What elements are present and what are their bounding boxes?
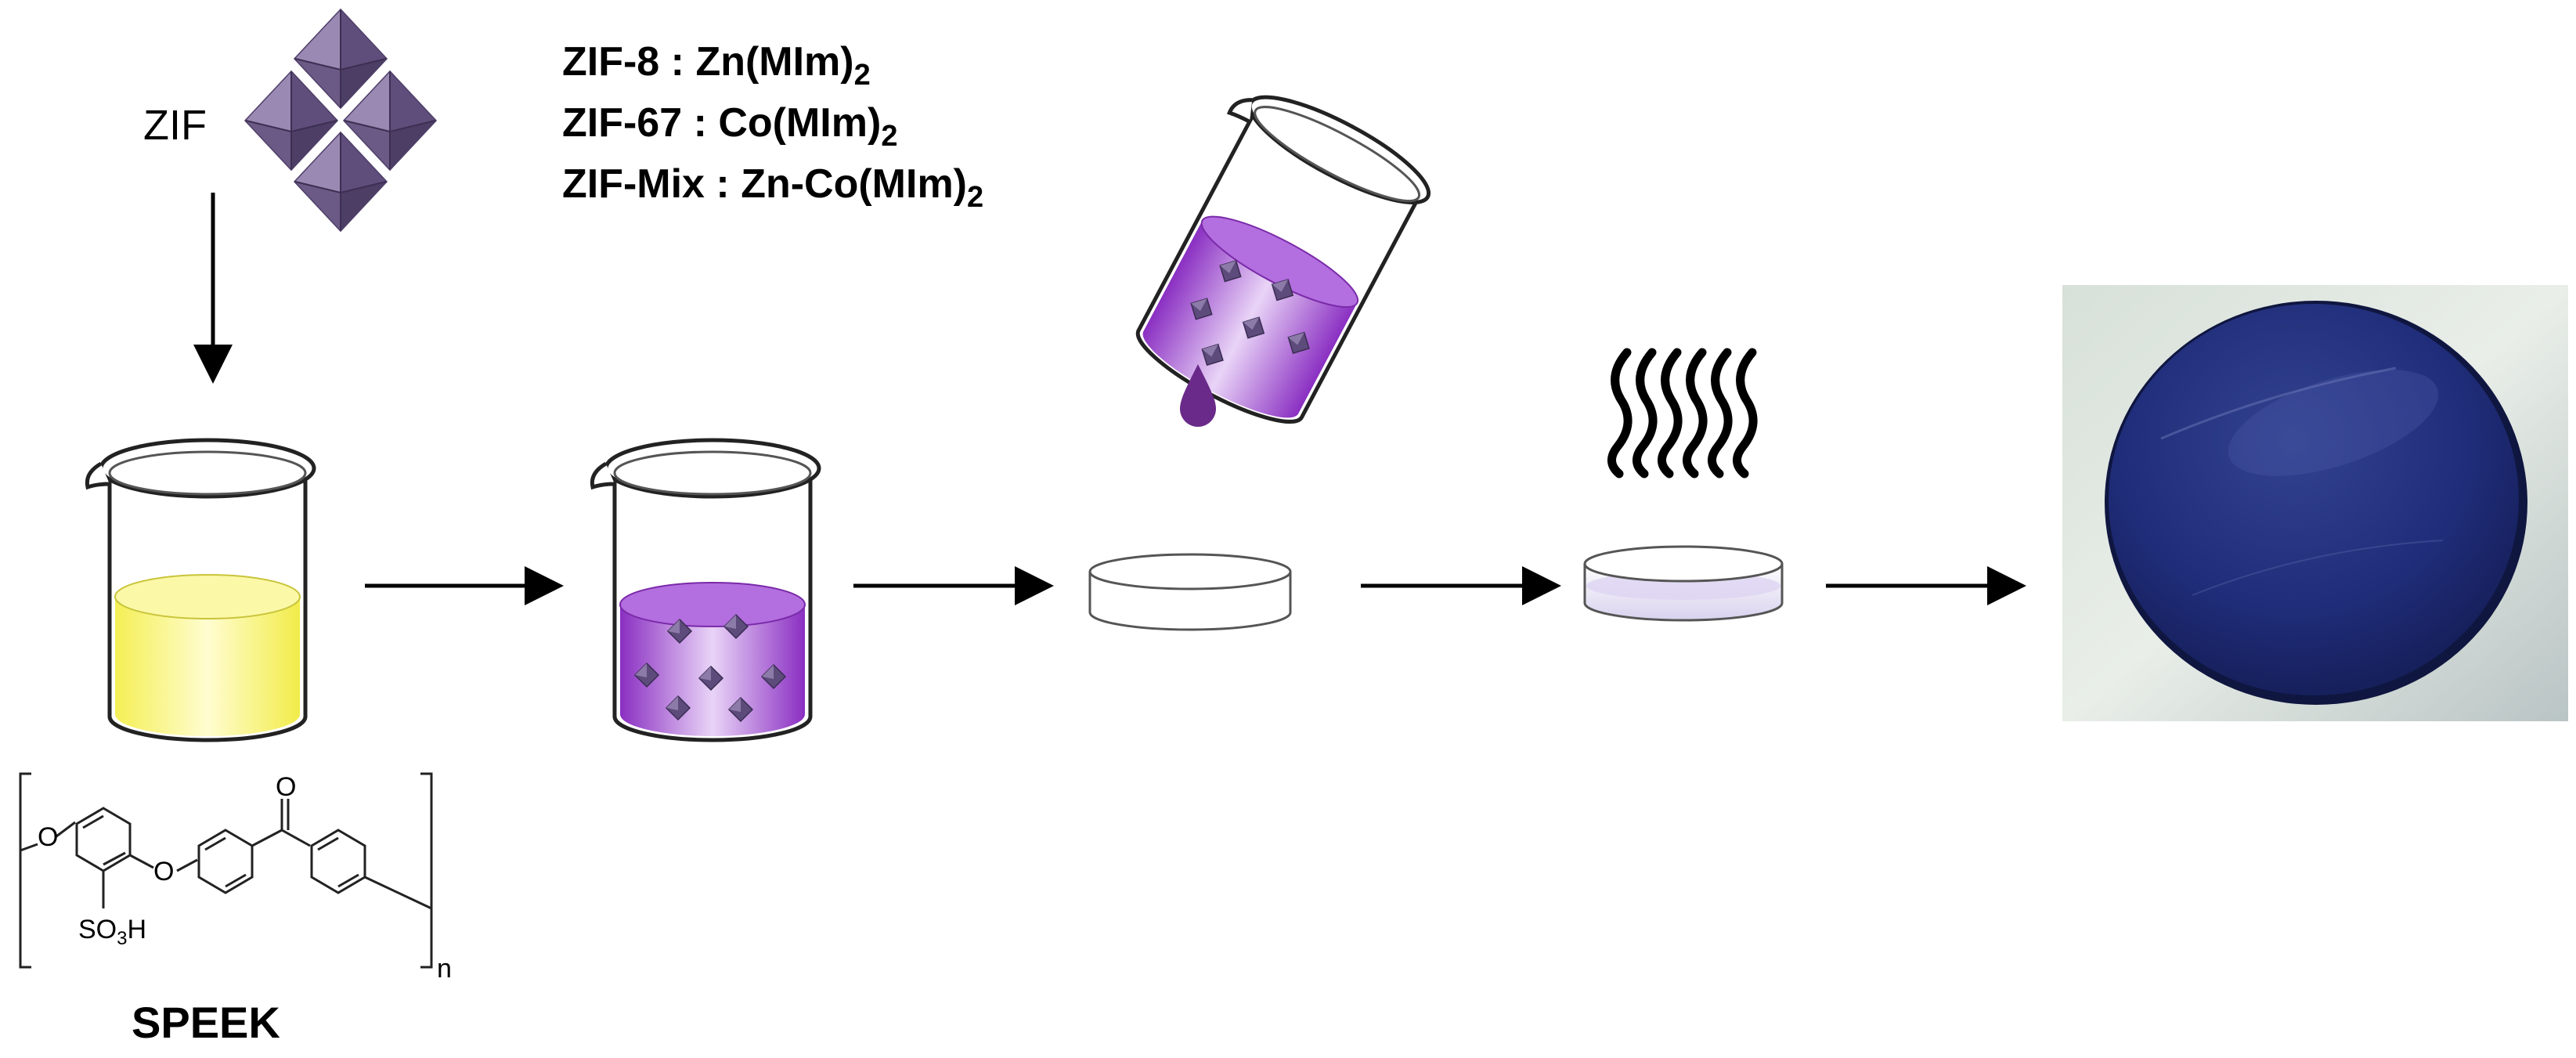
petri-dish-empty — [1088, 553, 1292, 631]
structure-o-left: O — [38, 822, 58, 852]
left-bracket — [19, 772, 31, 969]
membrane-photo — [2062, 285, 2568, 721]
formula-zif-8: ZIF-8 : Zn(MIm)2 — [562, 39, 871, 92]
formula-zif-67: ZIF-67 : Co(MIm)2 — [562, 100, 897, 153]
structure-o-carbonyl: O — [276, 772, 296, 802]
speek-label: SPEEK — [132, 998, 280, 1047]
heat-waves-icon — [1607, 348, 1758, 478]
beaker-speek-solution — [85, 438, 316, 742]
structure-so3h: SO3H — [78, 915, 146, 949]
structure-repeat-n: n — [437, 954, 452, 984]
pouring-beaker — [1135, 95, 1431, 424]
right-bracket — [420, 772, 433, 969]
structure-o-mid: O — [153, 857, 174, 886]
beaker-zif-mixture — [590, 438, 821, 742]
petri-dish-cast — [1583, 545, 1784, 622]
zif-formula-list: ZIF-8 : Zn(MIm)2 ZIF-67 : Co(MIm)2 ZIF-M… — [562, 39, 983, 214]
speek-structure — [19, 772, 433, 969]
zif-crystals — [244, 9, 437, 232]
droplet — [1180, 364, 1216, 427]
zif-label: ZIF — [143, 102, 207, 149]
formula-zif-mix: ZIF-Mix : Zn-Co(MIm)2 — [562, 161, 983, 214]
